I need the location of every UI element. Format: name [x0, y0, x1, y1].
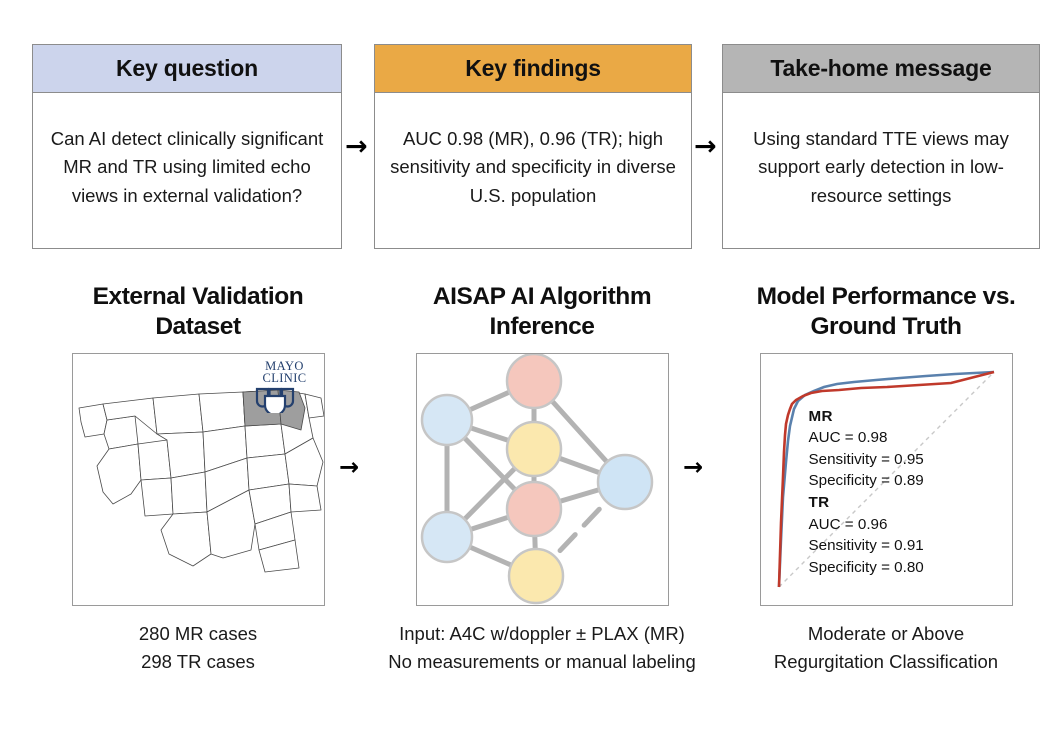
caption-line-2: No measurements or manual labeling [388, 650, 696, 672]
summary-box-key-question: Key question Can AI detect clinically si… [32, 44, 342, 249]
summary-box-header: Take-home message [723, 45, 1039, 93]
caption-line-1: Input: A4C w/doppler ± PLAX (MR) [399, 622, 685, 644]
summary-box-header: Key findings [375, 45, 691, 93]
chance-diagonal [778, 371, 994, 588]
roc-chart [777, 370, 994, 588]
summary-box-body: AUC 0.98 (MR), 0.96 (TR); high sensitivi… [375, 93, 691, 248]
roc-group-label-tr: TR [808, 494, 830, 512]
neural-network-figure [415, 352, 669, 606]
roc-tr-auc: AUC = 0.96 [808, 515, 888, 533]
summary-box-text: Using standard TTE views may support ear… [753, 128, 1009, 206]
caption-line-1: Moderate or Above [807, 622, 965, 644]
us-map-icon [78, 389, 324, 573]
caption-line-2: 298 TR cases [141, 650, 255, 672]
flow-arrow-icon: → [683, 453, 704, 481]
summary-box-take-home-message: Take-home message Using standard TTE vie… [722, 44, 1040, 249]
mayo-clinic-logo: MAYO CLINIC [254, 360, 316, 413]
caption-line-1: 280 MR cases [138, 622, 258, 644]
summary-row: Key question Can AI detect clinically si… [0, 0, 1064, 260]
roc-metrics-block: MR AUC = 0.98 Sensitivity = 0.95 Specifi… [809, 406, 924, 579]
flow-arrow-icon: → [339, 453, 360, 481]
roc-group-label-mr: MR [808, 407, 833, 425]
roc-tr-sensitivity: Sensitivity = 0.91 [808, 537, 924, 555]
mayo-logo-line1: MAYO [265, 358, 304, 373]
caption-line-2: Regurgitation Classification [773, 650, 999, 672]
flow-arrow-icon: → [694, 131, 717, 162]
panel-model-performance: Model Performance vs. Ground Truth MR AU… [736, 282, 1036, 675]
panel-caption: Input: A4C w/doppler ± PLAX (MR) No meas… [360, 620, 724, 676]
mayo-logo-line2: CLINIC [262, 371, 307, 386]
panel-title: AISAP AI Algorithm Inference [432, 283, 652, 341]
roc-mr-specificity: Specificity = 0.89 [808, 472, 924, 490]
neural-network-icon [420, 353, 653, 604]
panel-title: Model Performance vs. Ground Truth [756, 283, 1016, 341]
roc-mr-sensitivity: Sensitivity = 0.95 [808, 450, 924, 468]
us-map-figure: MAYO CLINIC [71, 352, 325, 606]
flow-arrow-icon: → [345, 131, 368, 162]
mayo-shield-icon [254, 387, 316, 413]
roc-curve-figure: MR AUC = 0.98 Sensitivity = 0.95 Specifi… [759, 352, 1013, 606]
roc-mr-auc: AUC = 0.98 [808, 429, 888, 447]
panel-caption: 280 MR cases 298 TR cases [48, 620, 348, 676]
panel-title: External Validation Dataset [92, 283, 304, 341]
summary-box-body: Using standard TTE views may support ear… [723, 93, 1039, 248]
panel-external-validation-dataset: External Validation Dataset [48, 282, 348, 675]
summary-box-text: Can AI detect clinically significant MR … [50, 128, 324, 206]
roc-tr-specificity: Specificity = 0.80 [808, 558, 924, 576]
panel-aisap-ai-algorithm-inference: AISAP AI Algorithm Inference [388, 282, 695, 675]
panel-caption: Moderate or Above Regurgitation Classifi… [714, 620, 1058, 676]
roc-curve-mr [777, 370, 994, 587]
summary-box-text: AUC 0.98 (MR), 0.96 (TR); high sensitivi… [390, 128, 676, 206]
summary-box-body: Can AI detect clinically significant MR … [33, 93, 341, 248]
summary-box-header: Key question [33, 45, 341, 93]
summary-box-key-findings: Key findings AUC 0.98 (MR), 0.96 (TR); h… [374, 44, 692, 249]
